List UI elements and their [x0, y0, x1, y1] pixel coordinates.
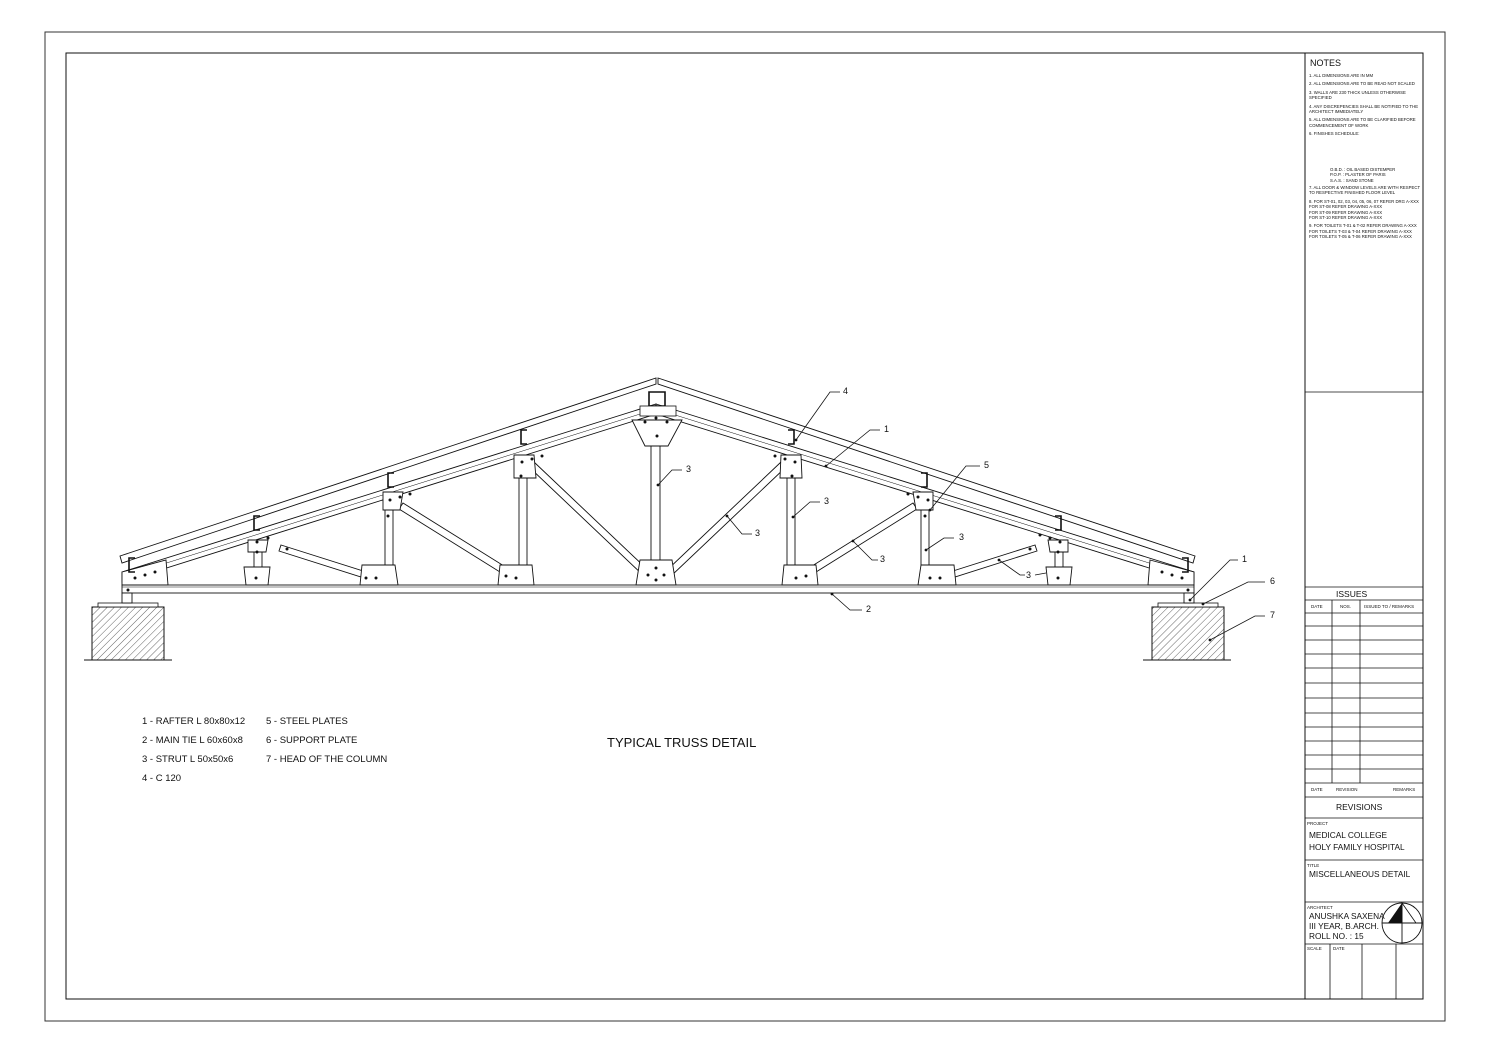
architect-line1: ANUSHKA SAXENA	[1309, 911, 1385, 921]
notes-list: 1. ALL DIMENSIONS ARE IN MM 2. ALL DIMEN…	[1309, 73, 1418, 137]
notes-list-2: 7. ALL DOOR & WINDOW LEVELS ARE WITH RES…	[1309, 185, 1420, 240]
callout-4: 4	[843, 386, 849, 396]
callout-5: 5	[984, 460, 990, 470]
finish-item: S.A.S. : SAND STONE	[1330, 177, 1374, 183]
note-item: 9. FOR TOILETS T-01 & T-02 REFER DRAWING…	[1309, 223, 1417, 229]
leader-dots	[656, 438, 1212, 642]
architect-label: ARCHITECT	[1307, 905, 1333, 910]
callout-3-king: 3	[686, 464, 692, 474]
callout-6: 6	[1270, 576, 1276, 586]
note-item: FOR TOILETS T-05 & T-06 REFER DRAWING A-…	[1309, 234, 1412, 240]
project-label: PROJECT	[1307, 821, 1329, 826]
date-label: DATE	[1333, 946, 1345, 951]
legend-item: 5 - STEEL PLATES	[266, 716, 348, 727]
revisions-col-revision: REVISION	[1336, 787, 1358, 792]
note-item: FOR ST-10 REFER DRAWING A-XXX	[1309, 215, 1383, 221]
issues-title: ISSUES	[1336, 589, 1368, 599]
title-label: TITLE	[1307, 863, 1320, 868]
note-item: ARCHITECT IMMEDIATELY	[1309, 109, 1364, 115]
callout-3-v2: 3	[959, 532, 965, 542]
column-head-right	[1151, 606, 1225, 661]
revisions-col-date: DATE	[1311, 787, 1323, 792]
legend-item: 3 - STRUT L 50x50x6	[142, 754, 234, 765]
finish-item: P.O.P. : PLASTER OF PARIS	[1330, 172, 1386, 178]
revisions-col-remarks: REMARKS	[1393, 787, 1416, 792]
gusset-apex	[631, 419, 683, 447]
bolts	[126, 416, 1190, 592]
support-plate-right	[1157, 602, 1219, 608]
project-line2: HOLY FAMILY HOSPITAL	[1309, 842, 1405, 852]
callout-3-d2: 3	[880, 554, 886, 564]
purlins	[128, 391, 1189, 573]
leader-lines	[657, 391, 1265, 641]
callout-2: 2	[866, 604, 872, 614]
note-item: 7. ALL DOOR & WINDOW LEVELS ARE WITH RES…	[1309, 185, 1421, 190]
legend-col2: 5 - STEEL PLATES 6 - SUPPORT PLATE 7 - H…	[266, 712, 387, 769]
column-head-left	[91, 606, 165, 661]
note-item: 5. ALL DIMENSIONS ARE TO BE CLARIFIED BE…	[1309, 117, 1416, 123]
callout-7: 7	[1270, 610, 1276, 620]
callout-1-right: 1	[1242, 554, 1248, 564]
finish-item: O.B.D. : OIL BASED DISTEMPER	[1330, 167, 1396, 172]
legend-item: 6 - SUPPORT PLATE	[266, 735, 358, 746]
legend-item: 2 - MAIN TIE L 60x60x8	[142, 735, 243, 746]
finishes-list: O.B.D. : OIL BASED DISTEMPER P.O.P. : PL…	[1330, 167, 1395, 183]
legend-item: 1 - RAFTER L 80x80x12	[142, 716, 246, 727]
note-item: SPECIFIED	[1309, 95, 1332, 101]
note-item: 3. WALLS ARE 230 THICK UNLESS OTHERWISE	[1309, 89, 1406, 95]
callout-3-v1: 3	[824, 496, 830, 506]
issues-col-nos: NOS.	[1340, 604, 1352, 609]
issues-col-date: DATE	[1311, 604, 1323, 609]
titleblock-grid	[1305, 391, 1423, 999]
drawing-title: TYPICAL TRUSS DETAIL	[607, 735, 757, 750]
note-item: 2. ALL DIMENSIONS ARE TO BE READ NOT SCA…	[1309, 81, 1415, 87]
note-item: FOR TOILETS T-03 & T-04 REFER DRAWING A-…	[1309, 228, 1412, 234]
note-item: 4. ANY DISCREPENCIES SHALL BE NOTIFIED T…	[1309, 103, 1419, 109]
title-value: MISCELLANEOUS DETAIL	[1309, 869, 1411, 879]
legend-item: 4 - C 120	[142, 773, 182, 784]
note-item: FOR ST-09 REFER DRAWING A-XXX	[1309, 209, 1383, 215]
gusset-center-bottom	[635, 559, 677, 586]
note-item: COMMENCEMENT OF WORK	[1309, 122, 1369, 128]
support-plate-left	[97, 602, 159, 608]
main-tie	[121, 584, 1195, 594]
architect-line2: III YEAR, B.ARCH.	[1309, 921, 1379, 931]
scale-label: SCALE	[1307, 946, 1322, 951]
notes-title: NOTES	[1310, 58, 1342, 68]
issues-col-remarks: ISSUED TO / REMARKS	[1364, 604, 1415, 609]
architect-line3: ROLL NO. : 15	[1309, 931, 1364, 941]
note-item: FOR ST-08 REFER DRAWING A-XXX	[1309, 204, 1383, 210]
strut-d-l3	[528, 461, 651, 578]
callout-3-d3: 3	[1026, 570, 1032, 580]
outer-border	[44, 31, 1446, 1022]
legend-item: 7 - HEAD OF THE COLUMN	[266, 754, 388, 765]
callout-1-top: 1	[884, 424, 890, 434]
inner-border	[65, 52, 1424, 1000]
revisions-title: REVISIONS	[1336, 802, 1383, 812]
note-item: TO RESPECTIVE FINISHED FLOOR LEVEL	[1309, 190, 1396, 196]
north-arrow-icon	[1381, 901, 1423, 944]
note-item: 1. ALL DIMENSIONS ARE IN MM	[1309, 73, 1374, 78]
apex-cleat	[639, 405, 677, 417]
note-item: 8. FOR ST-01, 02, 03, 04, 05, 06, 07 REF…	[1309, 198, 1419, 204]
note-item: 6. FINISHES SCHEDULE:	[1309, 131, 1360, 137]
gusset-left-heel	[121, 559, 169, 586]
callout-3-d1: 3	[755, 528, 761, 538]
strut-d-r1	[664, 461, 787, 578]
project-line1: MEDICAL COLLEGE	[1309, 830, 1388, 840]
legend-col1: 1 - RAFTER L 80x80x12 2 - MAIN TIE L 60x…	[142, 712, 245, 788]
